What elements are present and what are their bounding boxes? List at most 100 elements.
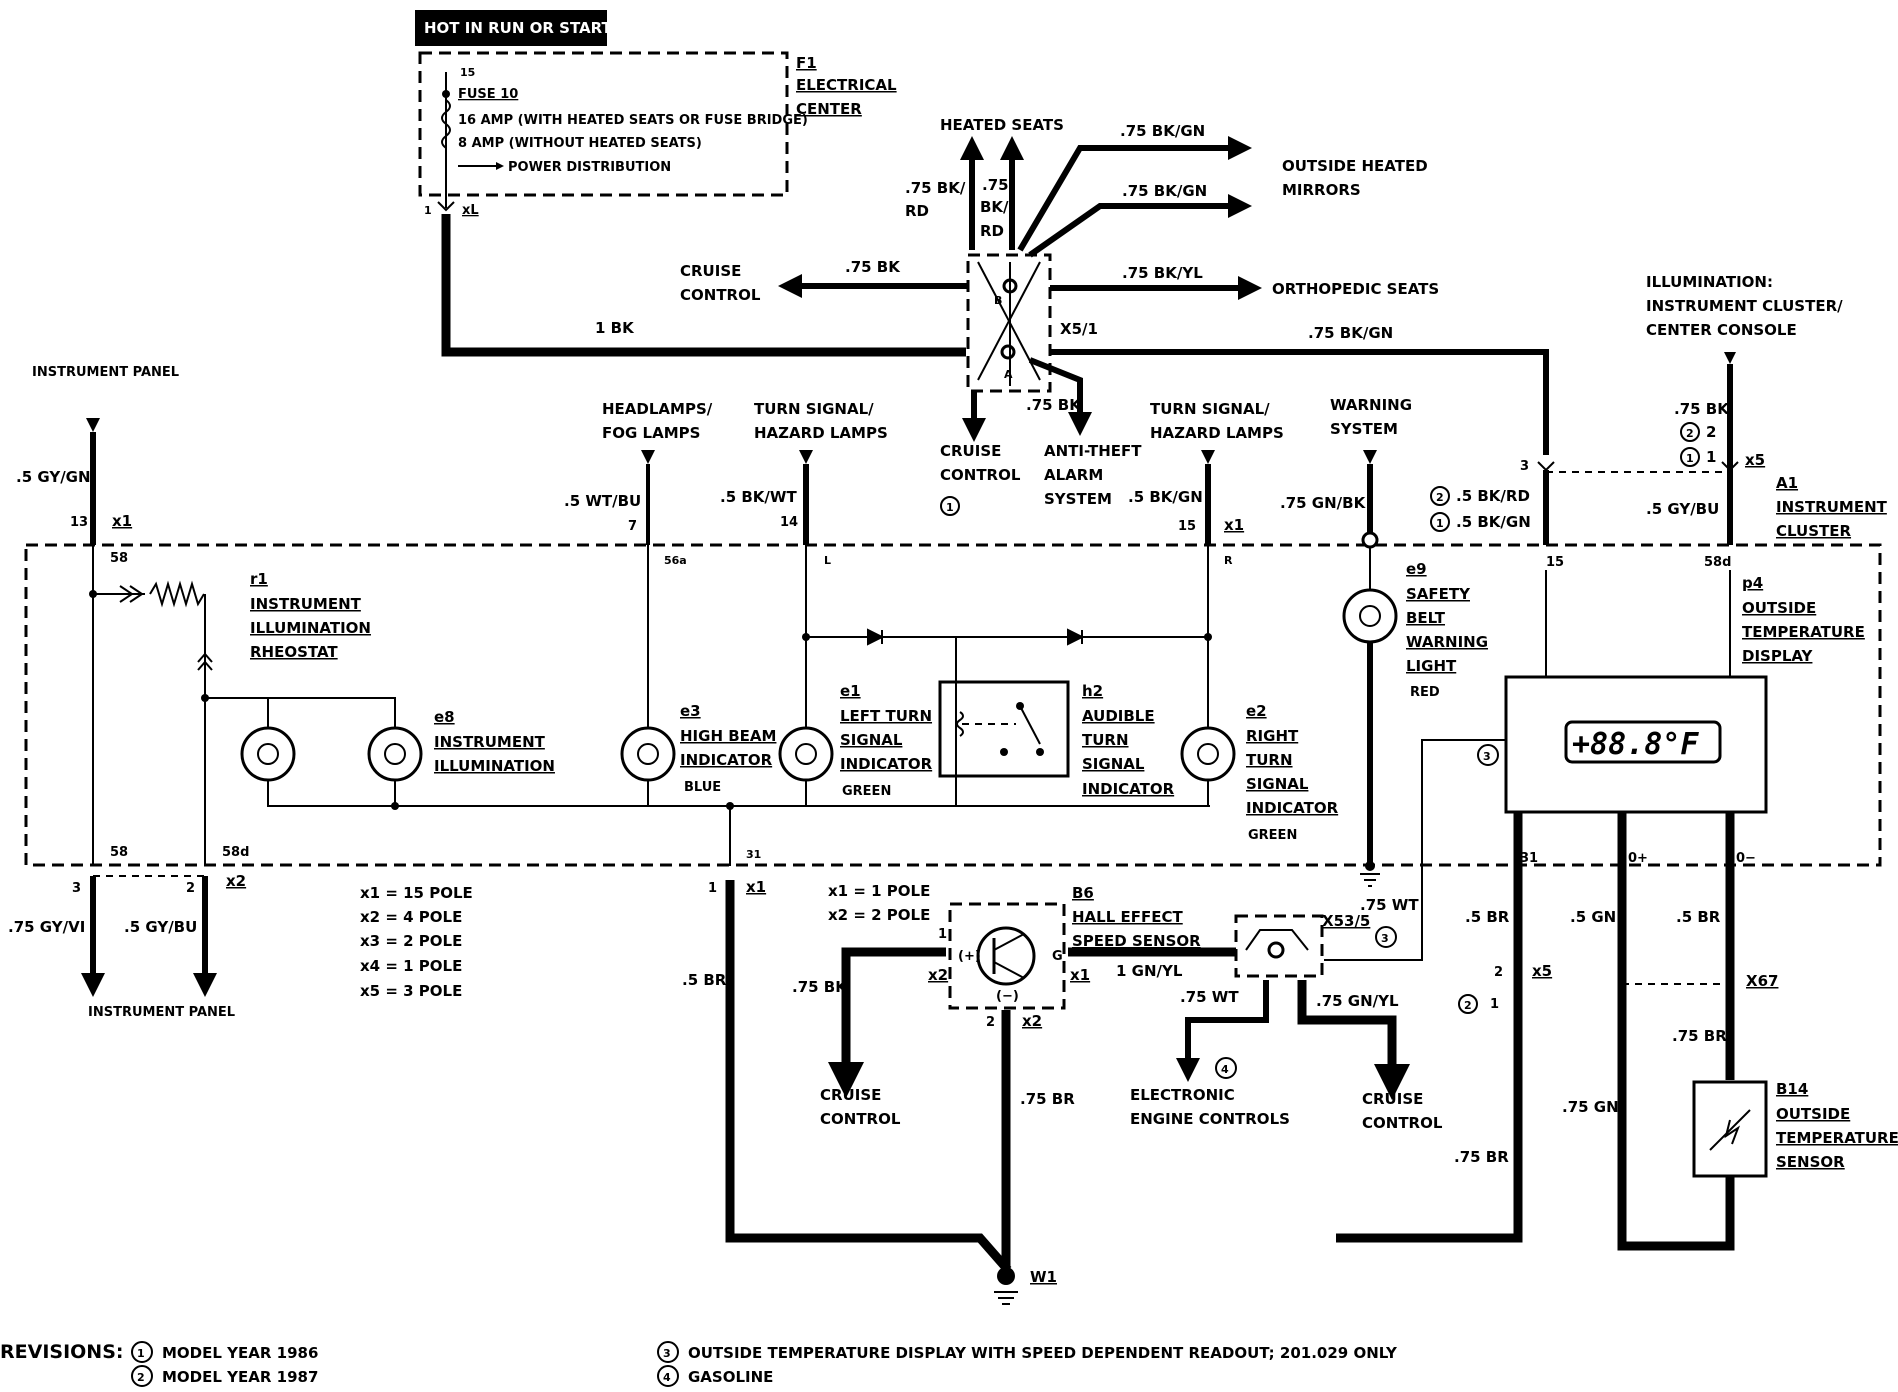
e8-bulb-1-inner [257,743,279,765]
mirrors-wire-1 [1017,136,1252,252]
h2-4: INDICATOR [1082,780,1175,798]
b6-plus: (+) [958,949,981,964]
wire-75bk-cruise [828,947,946,1098]
tr-rev2-circle [1680,422,1700,442]
hot-badge: HOT IN RUN OR START [424,19,613,37]
p4-speed-wire [1324,739,1506,961]
pin15-mid: 15 [1178,519,1196,534]
tr-bkrd-rev-n: 2 [1436,491,1444,504]
e9-1: SAFETY [1406,585,1471,603]
illum-2: INSTRUMENT CLUSTER/ [1646,297,1843,315]
w-5gn: .5 GN [1570,908,1616,926]
rev1-num: 1 [137,1347,145,1360]
e3-bulb [620,726,676,782]
w-gygn: .5 GY/GN [16,468,91,486]
legend-item: x4 = 1 POLE [360,957,462,975]
rev1-text: MODEL YEAR 1986 [162,1344,318,1362]
w1-ground-symbol [994,1291,1018,1305]
h2-2: TURN [1082,731,1129,749]
x535: X53/5 [1322,912,1370,930]
p4-readout-window [1564,720,1722,764]
w-75gnyl: .75 GN/YL [1316,992,1399,1010]
e9-ground-node [1365,861,1375,871]
instrument-cluster-box [24,543,1882,867]
ground-bus [267,780,1210,807]
r1-2: ILLUMINATION [250,619,371,637]
e8-bulb-2 [367,726,423,782]
illum-1: ILLUMINATION: [1646,273,1773,291]
r1-3: RHEOSTAT [250,643,338,661]
e2-node [1204,633,1212,641]
tr-bkgn-rev [1430,512,1450,532]
w-75gn: .75 GN [1562,1098,1619,1116]
fuse-line-1: 16 AMP (WITH HEATED SEATS OR FUSE BRIDGE… [458,113,808,128]
e8-1: INSTRUMENT [434,733,546,751]
p4-code: p4 [1742,574,1763,592]
rev2-num: 2 [137,1371,145,1384]
b14-1: OUTSIDE [1776,1105,1850,1123]
tr-pin15: 15 [1546,555,1564,570]
e1-color: GREEN [842,784,891,799]
e8-2: ILLUMINATION [434,757,555,775]
x5-connector [1721,461,1739,472]
w-1gnyl: 1 GN/YL [1116,962,1183,980]
xl-connector [437,201,455,212]
tr-rev2: 2 [1686,427,1694,440]
rheostat-wiper [119,585,144,603]
w-75br-r: .75 BR [1672,1027,1727,1045]
fuse-line-3: POWER DISTRIBUTION [508,160,671,175]
w-75wt-b: .75 WT [1180,988,1239,1006]
e1-2: SIGNAL [840,731,903,749]
panel-top-arrow [86,418,100,432]
b6-transistor [976,926,1036,986]
b6-x2b: x2 [1022,1012,1042,1030]
pin3-connector [1537,461,1555,472]
a1-code: A1 [1776,474,1798,492]
e9-3: WARNING [1406,633,1488,651]
legend-item: x2 = 4 POLE [360,908,462,926]
rev4-num: 4 [663,1371,671,1384]
illum-arrow [1724,352,1736,364]
tr-rev1-pin: 1 [1706,448,1716,466]
x-2pole: x2 = 2 POLE [828,906,930,924]
tr-bkgn-rev-n: 1 [1436,517,1444,530]
r1-code: r1 [250,570,268,588]
x1-mid: x1 [1224,516,1244,534]
diode-right [1067,628,1085,646]
splice-point-a [1000,344,1016,360]
h2-box [938,680,1070,778]
rev3-num: 3 [663,1347,671,1360]
x535-rev3: 3 [1381,932,1389,945]
turn-r-1: TURN SIGNAL/ [1150,400,1270,418]
f1-name-1: ELECTRICAL [796,76,897,94]
e2-2: TURN [1246,751,1293,769]
tr-x5: x5 [1745,451,1765,469]
e1-1: LEFT TURN [840,707,932,725]
left-t58: 58 [110,551,128,566]
tR: R [1224,554,1233,567]
pole-legend: x1 = 15 POLE x2 = 4 POLE x3 = 2 POLE x4 … [360,884,473,1000]
w1-ground-node [997,1267,1015,1285]
w-bkgn: .5 BK/GN [1128,488,1203,506]
t31-mid: 31 [746,848,761,861]
b6-code: B6 [1072,884,1094,902]
h2-3: SIGNAL [1082,755,1145,773]
b14-thermistor [1709,1109,1751,1151]
x535-box [1234,914,1324,978]
antitheft-1: ANTI-THEFT [1044,442,1142,460]
x51: X5/1 [1060,320,1098,338]
w-wtbu: .5 WT/BU [564,492,641,510]
fuse-name: FUSE 10 [458,87,518,102]
cruise-l-2: CONTROL [820,1110,901,1128]
e2-color: GREEN [1248,828,1297,843]
tr-rev2-pin: 2 [1706,423,1716,441]
a1-name-1: INSTRUMENT [1776,498,1888,516]
turn-r-2: HAZARD LAMPS [1150,424,1284,442]
tr-rev1-circle [1680,447,1700,467]
diode-left [867,628,885,646]
b6-1: HALL EFFECT [1072,908,1183,926]
antitheft-2: ALARM [1044,466,1103,484]
e9-bulb [1342,588,1398,644]
antitheft-wire [1028,357,1092,436]
